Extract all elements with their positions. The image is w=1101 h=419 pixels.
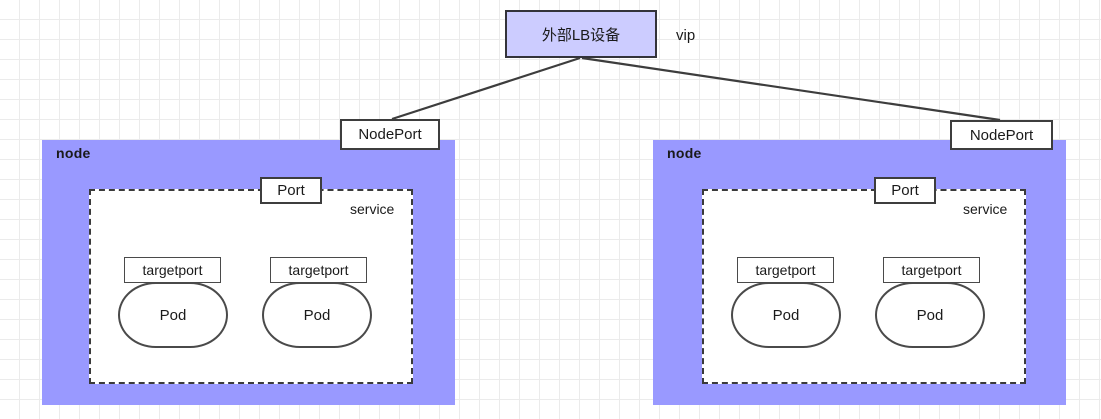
port-right: Port [874,177,936,204]
targetport-right-2: targetport [883,257,980,283]
service-label-right: service [963,201,1008,217]
targetport-left-1: targetport [124,257,221,283]
external-lb-box: 外部LB设备 [505,10,657,58]
vip-label: vip [676,27,696,44]
edge-lb-to-right-nodeport [581,56,1001,122]
nodeport-left: NodePort [340,119,440,150]
targetport-left-2: targetport [270,257,367,283]
pod-right-1: Pod [731,282,841,348]
node-label-left: node [56,145,91,161]
pod-left-2: Pod [262,282,372,348]
port-left: Port [260,177,322,204]
node-label-right: node [667,145,702,161]
edge-lb-to-left-nodeport [391,56,581,121]
pod-right-2: Pod [875,282,985,348]
targetport-right-1: targetport [737,257,834,283]
pod-left-1: Pod [118,282,228,348]
nodeport-right: NodePort [950,120,1053,150]
service-label-left: service [350,201,395,217]
